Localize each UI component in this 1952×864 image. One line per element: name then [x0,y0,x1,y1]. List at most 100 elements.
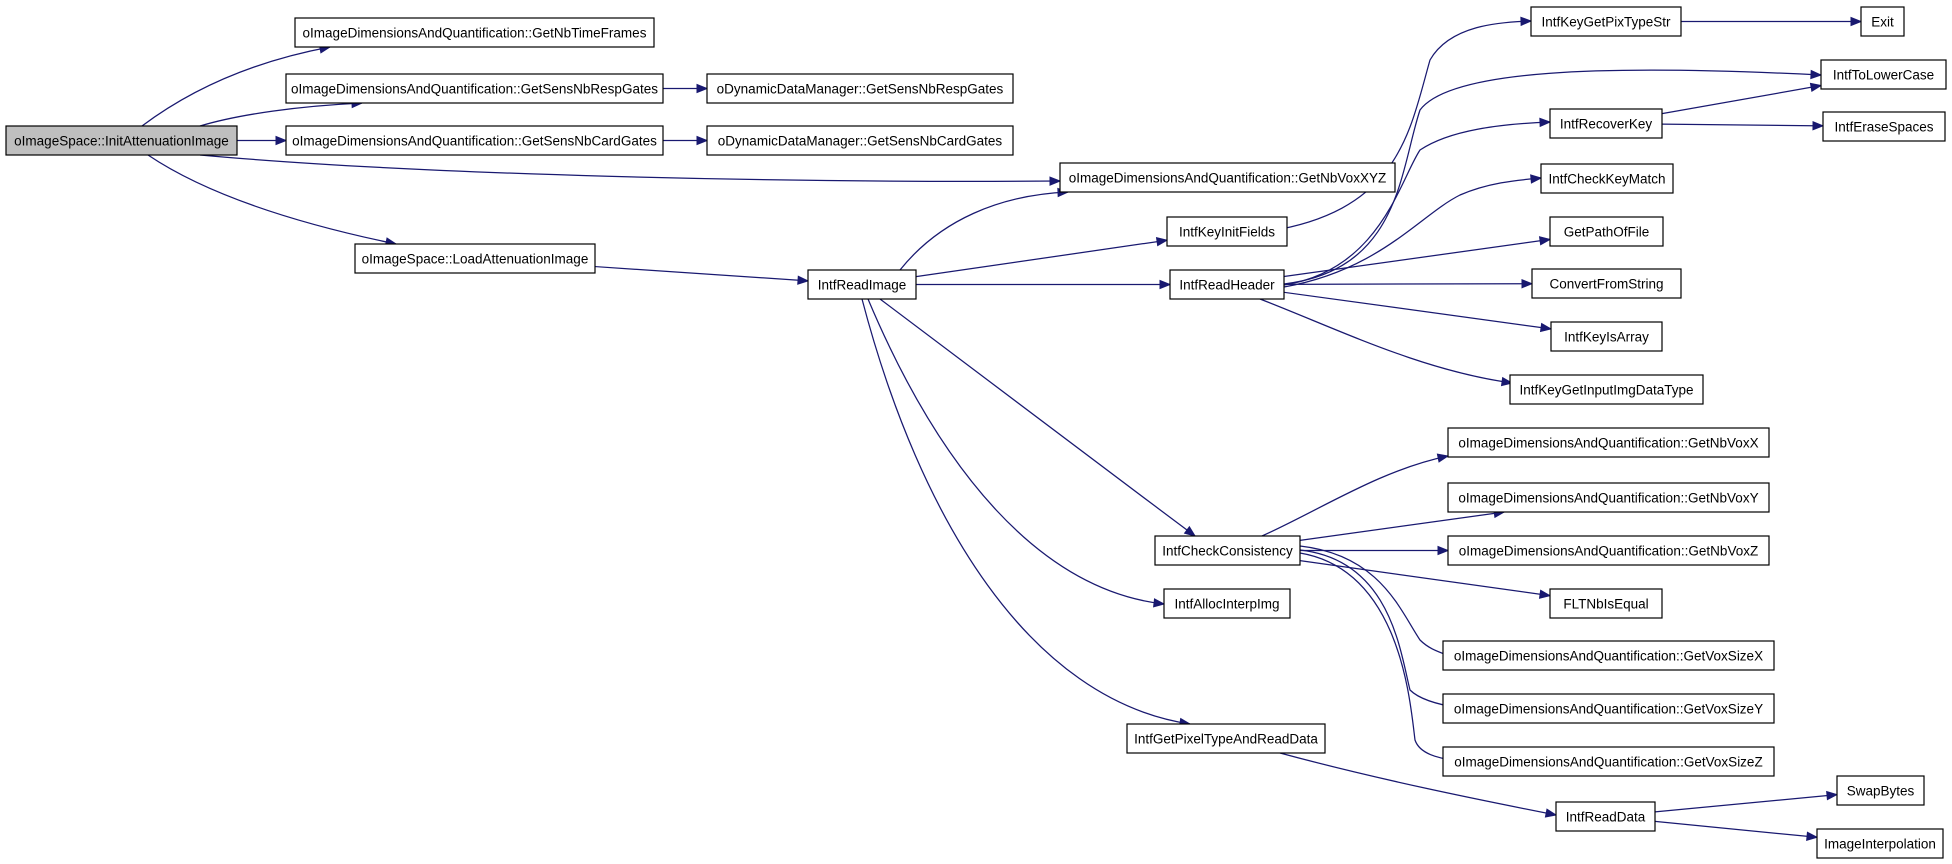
edge-line [594,265,809,282]
arrowhead [1436,453,1450,463]
edge-line [147,154,397,245]
node-consistency[interactable]: IntfCheckConsistency [1154,535,1301,566]
node-box [1555,801,1656,832]
node-label: IntfReadHeader [1179,278,1275,293]
node-swap[interactable]: SwapBytes [1836,775,1925,806]
node-label: IntfReadData [1566,810,1646,825]
node-label: oImageDimensionsAndQuantification::GetSe… [291,82,658,97]
edge-line [1299,545,1461,661]
node-label: IntfKeyIsArray [1564,330,1649,345]
node-timeframes[interactable]: oImageDimensionsAndQuantification::GetNb… [294,17,655,48]
edge-line [1661,84,1822,115]
arrowhead [1183,525,1197,537]
edge-n_getpixel-to-n_readdata [1279,752,1558,818]
node-box [1549,588,1663,619]
edge-n_pixtype-to-n_exit [1681,16,1863,27]
edge-n_readheader-to-n_path [1283,236,1552,278]
edge-line [899,191,1069,271]
node-label: Exit [1871,15,1894,30]
node-box [1860,6,1905,37]
edge-line [915,239,1168,278]
node-getpixel[interactable]: IntfGetPixelTypeAndReadData [1126,723,1326,754]
node-readdata[interactable]: IntfReadData [1555,801,1656,832]
node-box [1822,111,1946,142]
arrowhead [1520,16,1533,27]
node-tolower[interactable]: IntfToLowerCase [1820,59,1947,90]
node-label: IntfAllocInterpImg [1174,597,1279,612]
node-box [1166,216,1288,247]
node-label: IntfKeyGetInputImgDataType [1519,383,1693,398]
edge-line [867,298,1165,605]
node-voxxyz[interactable]: oImageDimensionsAndQuantification::GetNb… [1059,162,1396,193]
node-root: oImageSpace::InitAttenuationImage [5,125,238,156]
node-load[interactable]: oImageSpace::LoadAttenuationImage [354,243,596,274]
edge-line [1654,820,1818,838]
node-label: IntfToLowerCase [1833,68,1934,83]
node-resp[interactable]: oImageDimensionsAndQuantification::GetSe… [285,73,664,104]
node-erase[interactable]: IntfEraseSpaces [1822,111,1946,142]
arrowhead [1155,237,1169,247]
edge-line [1299,549,1461,709]
node-ddm_card[interactable]: oDynamicDataManager::GetSensNbCardGates [706,125,1014,156]
node-pixtype[interactable]: IntfKeyGetPixTypeStr [1530,6,1682,37]
node-sizey[interactable]: oImageDimensionsAndQuantification::GetVo… [1442,693,1775,724]
node-label: oImageDimensionsAndQuantification::GetSe… [292,134,657,149]
node-card[interactable]: oImageDimensionsAndQuantification::GetSe… [285,125,664,156]
edge-n_card-to-n_ddm_card [663,135,709,146]
edge-line [1283,121,1551,286]
node-alloc[interactable]: IntfAllocInterpImg [1163,588,1291,619]
edge-n_readdata-to-n_swap [1654,790,1839,813]
edge-line [1269,20,1532,232]
edge-n_readimage-to-n_consistency [879,298,1197,537]
node-box [354,243,596,274]
arrowhead [1159,279,1172,290]
node-label: oImageSpace::LoadAttenuationImage [362,252,589,267]
edge-line [1654,793,1838,813]
arrowhead [1538,589,1552,599]
edge-line [1283,283,1533,285]
node-fltn[interactable]: FLTNbIsEqual [1549,588,1663,619]
node-interp[interactable]: ImageInterpolation [1816,828,1944,859]
node-readheader[interactable]: IntfReadHeader [1169,269,1285,300]
node-exit[interactable]: Exit [1860,6,1905,37]
node-convert[interactable]: ConvertFromString [1531,268,1682,299]
node-box [285,125,664,156]
node-label: oImageDimensionsAndQuantification::GetVo… [1454,649,1763,664]
arrowhead [1539,322,1553,333]
node-box [1540,163,1674,194]
node-box [706,73,1014,104]
edge-n_readimage-to-n_readheader [916,279,1172,290]
edge-n_load-to-n_readimage [594,265,810,285]
edge-n_consistency-to-n_sizey [1299,549,1462,712]
edge-n_readdata-to-n_interp [1654,820,1819,841]
node-sizex[interactable]: oImageDimensionsAndQuantification::GetVo… [1442,640,1775,671]
node-match[interactable]: IntfCheckKeyMatch [1540,163,1674,194]
node-ddm_resp[interactable]: oDynamicDataManager::GetSensNbRespGates [706,73,1014,104]
edge-line [861,298,1191,725]
node-keyinit[interactable]: IntfKeyInitFields [1166,216,1288,247]
node-sizez[interactable]: oImageDimensionsAndQuantification::GetVo… [1442,746,1775,777]
edge-n_consistency-to-n_voxx [1261,453,1450,537]
node-recover[interactable]: IntfRecoverKey [1549,108,1663,139]
node-label: IntfEraseSpaces [1834,120,1933,135]
arrowhead [1826,790,1839,801]
edge-root-to-n_card [237,135,288,146]
node-readimage[interactable]: IntfReadImage [807,269,917,300]
arrowhead [696,135,709,146]
node-voxx[interactable]: oImageDimensionsAndQuantification::GetNb… [1447,427,1770,458]
node-label: IntfCheckKeyMatch [1548,172,1665,187]
node-voxy[interactable]: oImageDimensionsAndQuantification::GetNb… [1447,482,1770,513]
node-voxz[interactable]: oImageDimensionsAndQuantification::GetNb… [1447,535,1770,566]
node-label: ConvertFromString [1549,277,1663,292]
node-box [706,125,1014,156]
node-box [1836,775,1925,806]
arrowhead [1810,69,1823,80]
node-box [1530,6,1682,37]
arrowhead [1049,176,1062,186]
node-isarray[interactable]: IntfKeyIsArray [1550,321,1663,352]
node-box [1820,59,1947,90]
node-inputtype[interactable]: IntfKeyGetInputImgDataType [1509,374,1704,405]
node-box [1549,108,1663,139]
node-path[interactable]: GetPathOfFile [1549,216,1664,247]
